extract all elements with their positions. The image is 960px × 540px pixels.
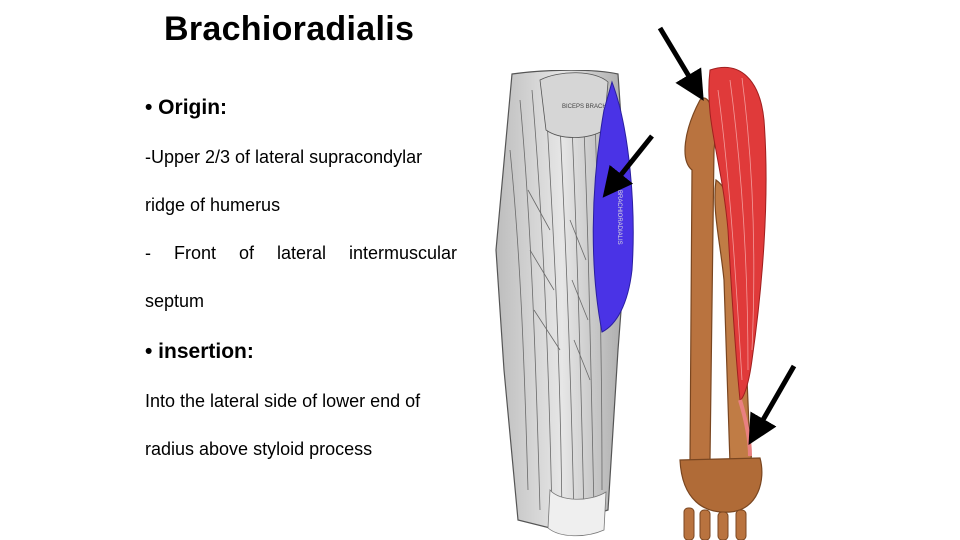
arrow-origin-top [660, 28, 696, 88]
arrow-insertion [756, 366, 794, 432]
arrow-highlight-muscle [612, 136, 652, 186]
